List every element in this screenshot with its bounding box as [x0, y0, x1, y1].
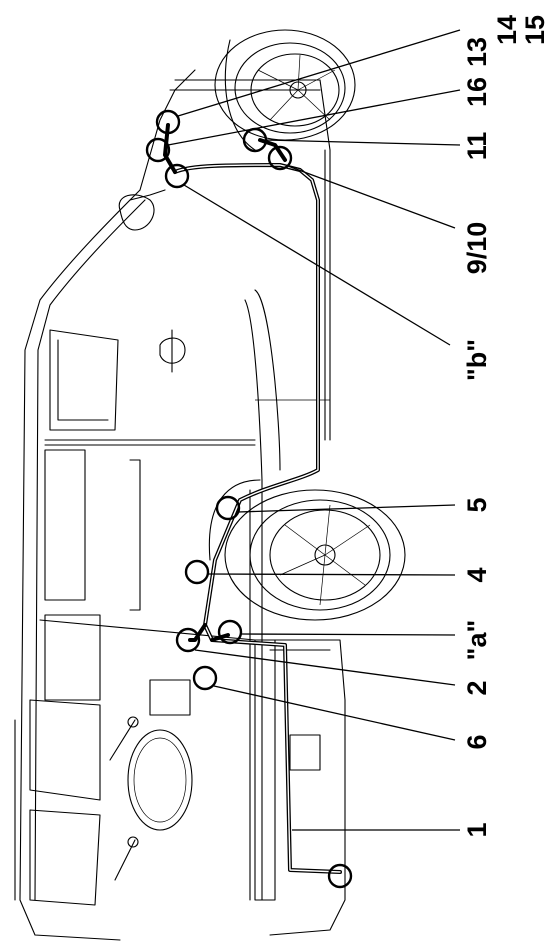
callout-circle-13 [155, 109, 181, 135]
callout-circles [145, 109, 353, 889]
wiring-harness [163, 123, 342, 874]
leader-2 [194, 649, 456, 686]
callout-circle-b [164, 163, 190, 189]
rear-wheel [208, 479, 406, 621]
callout-circle-2 [175, 627, 201, 653]
leader-6 [213, 685, 456, 741]
callout-label-2: 2 [462, 680, 492, 695]
callout-label-4: 4 [462, 567, 492, 582]
callout-circle-a [217, 619, 243, 645]
leader-13 [177, 29, 461, 117]
vehicle-outline [14, 69, 346, 941]
callout-label-15: 15 [520, 15, 550, 45]
callout-label-b: "b" [462, 339, 492, 381]
callout-circle-4 [184, 559, 210, 585]
leader-9-10 [287, 165, 456, 229]
callout-label-13: 13 [462, 37, 492, 67]
leader-11 [265, 139, 461, 146]
callout-label-5: 5 [462, 497, 492, 512]
callout-circle-16 [145, 137, 171, 163]
callout-label-11: 11 [462, 132, 492, 161]
leader-a [240, 633, 456, 636]
callout-circle-9-10 [267, 145, 293, 171]
leader-lines [167, 29, 461, 831]
callout-label-9-10: 9/10 [462, 222, 492, 275]
callout-label-6: 6 [462, 734, 492, 749]
leader-16 [167, 89, 461, 146]
callout-label-a: "a" [462, 620, 492, 661]
callout-labels: 13 14 15 16 11 9/10 "b" 5 4 "a" 2 6 1 [462, 15, 550, 838]
leader-4 [207, 573, 456, 576]
leader-5 [237, 504, 456, 513]
callout-circle-1 [327, 863, 353, 889]
callout-label-1: 1 [462, 822, 492, 837]
callout-label-14: 14 [492, 15, 522, 45]
callout-label-16: 16 [462, 77, 492, 107]
callout-circle-6 [192, 665, 218, 691]
callout-circle-5 [215, 495, 241, 521]
leader-b [183, 184, 451, 346]
